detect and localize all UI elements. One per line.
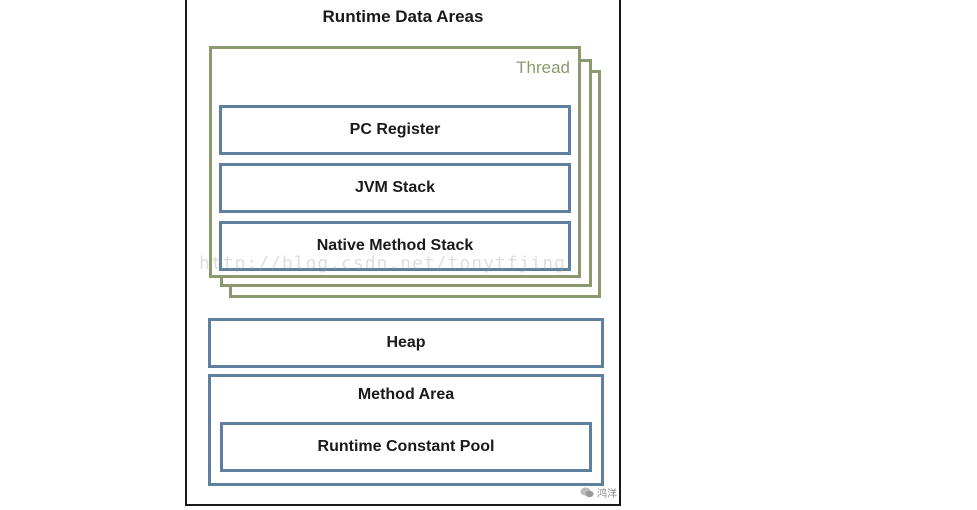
thread-group: Thread PC Register JVM Stack Native Meth… [209, 46, 581, 278]
corner-mark: 鸿洋 [580, 485, 617, 500]
method-area-box: Method Area Runtime Constant Pool [208, 374, 604, 486]
native-method-stack-box: Native Method Stack [219, 221, 571, 271]
native-method-stack-label: Native Method Stack [316, 237, 474, 254]
heap-box: Heap [208, 318, 604, 368]
jvm-stack-box: JVM Stack [219, 163, 571, 213]
pc-register-box: PC Register [219, 105, 571, 155]
runtime-constant-pool-label: Runtime Constant Pool [317, 438, 495, 455]
diagram-title: Runtime Data Areas [322, 7, 484, 26]
method-area-label: Method Area [357, 386, 455, 403]
wechat-icon [580, 487, 594, 498]
heap-label: Heap [386, 334, 426, 351]
runtime-constant-pool-box: Runtime Constant Pool [220, 422, 592, 472]
corner-mark-text: 鸿洋 [597, 489, 617, 500]
jvm-stack-label: JVM Stack [354, 179, 436, 196]
thread-label: Thread [516, 58, 570, 77]
runtime-data-areas-frame: Runtime Data Areas Thread PC Register JV… [185, 0, 621, 506]
pc-register-label: PC Register [349, 121, 441, 138]
